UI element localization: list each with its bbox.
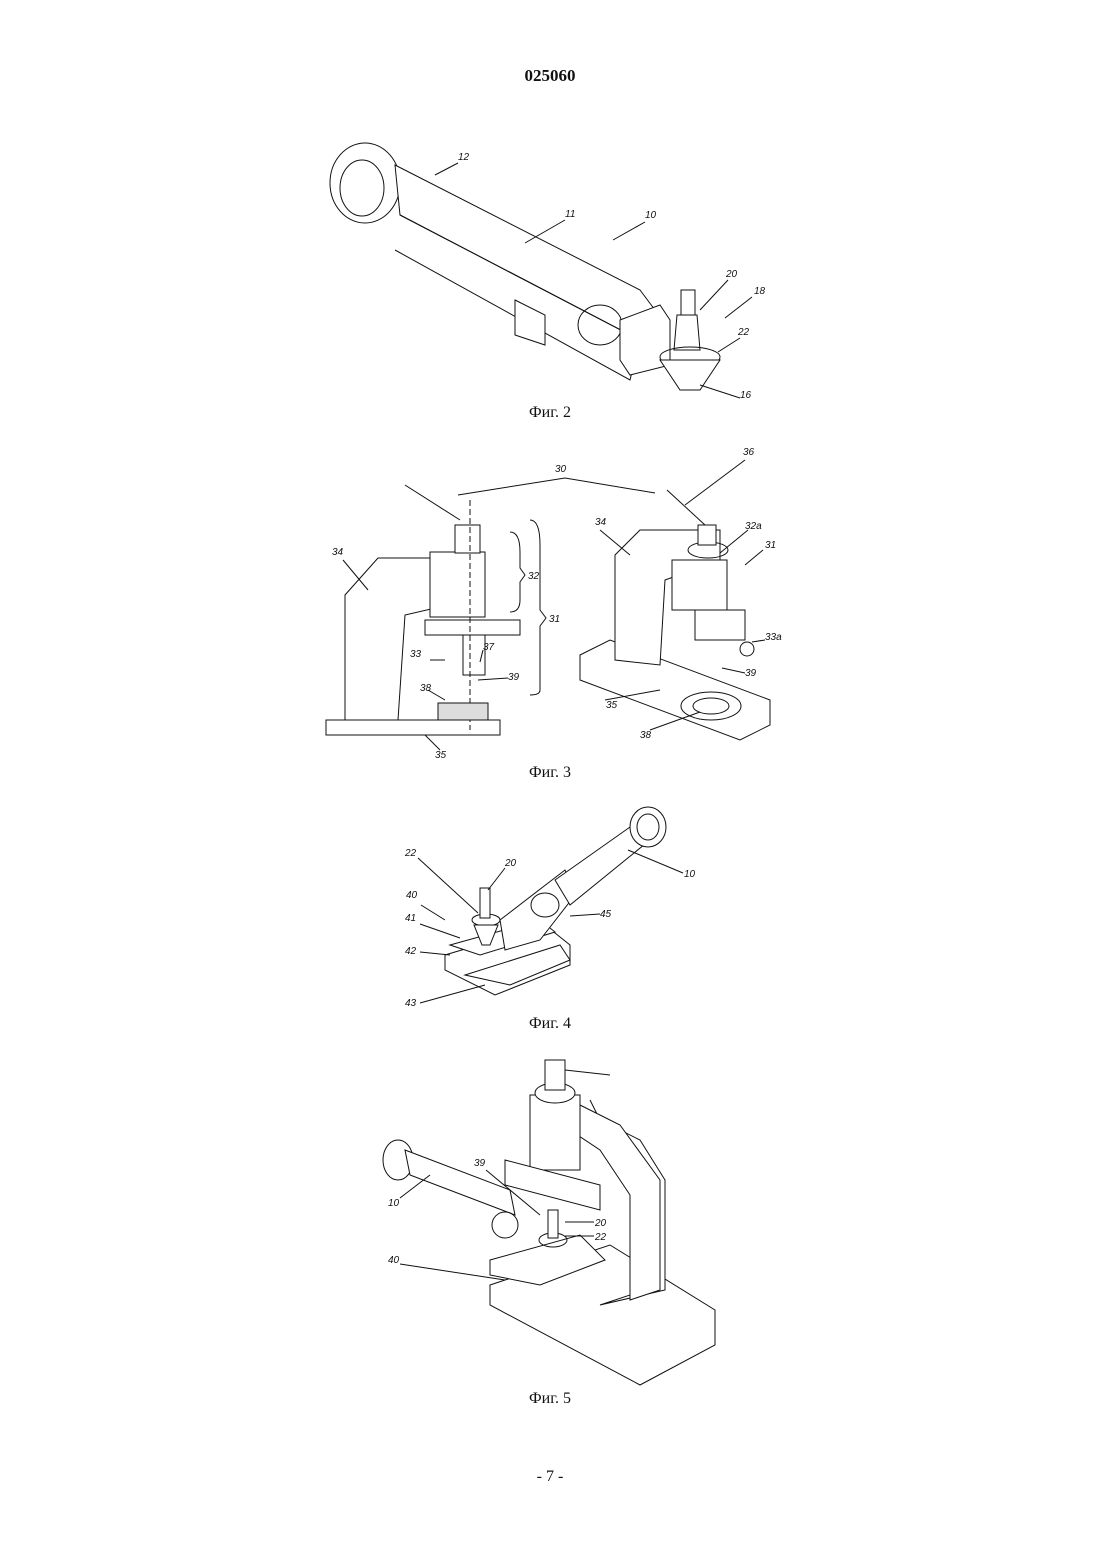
fig5-label-39: 39 <box>474 1158 486 1169</box>
fig5-label-22: 22 <box>594 1232 607 1243</box>
fig5-label-10: 10 <box>388 1198 400 1209</box>
page-footer: - 7 - <box>0 1468 1100 1486</box>
fig5-label-20: 20 <box>594 1218 607 1229</box>
figure-5-caption: Фиг. 5 <box>0 1390 1100 1408</box>
fig5-assembly <box>383 1060 715 1385</box>
fig5-label-40: 40 <box>388 1255 400 1266</box>
